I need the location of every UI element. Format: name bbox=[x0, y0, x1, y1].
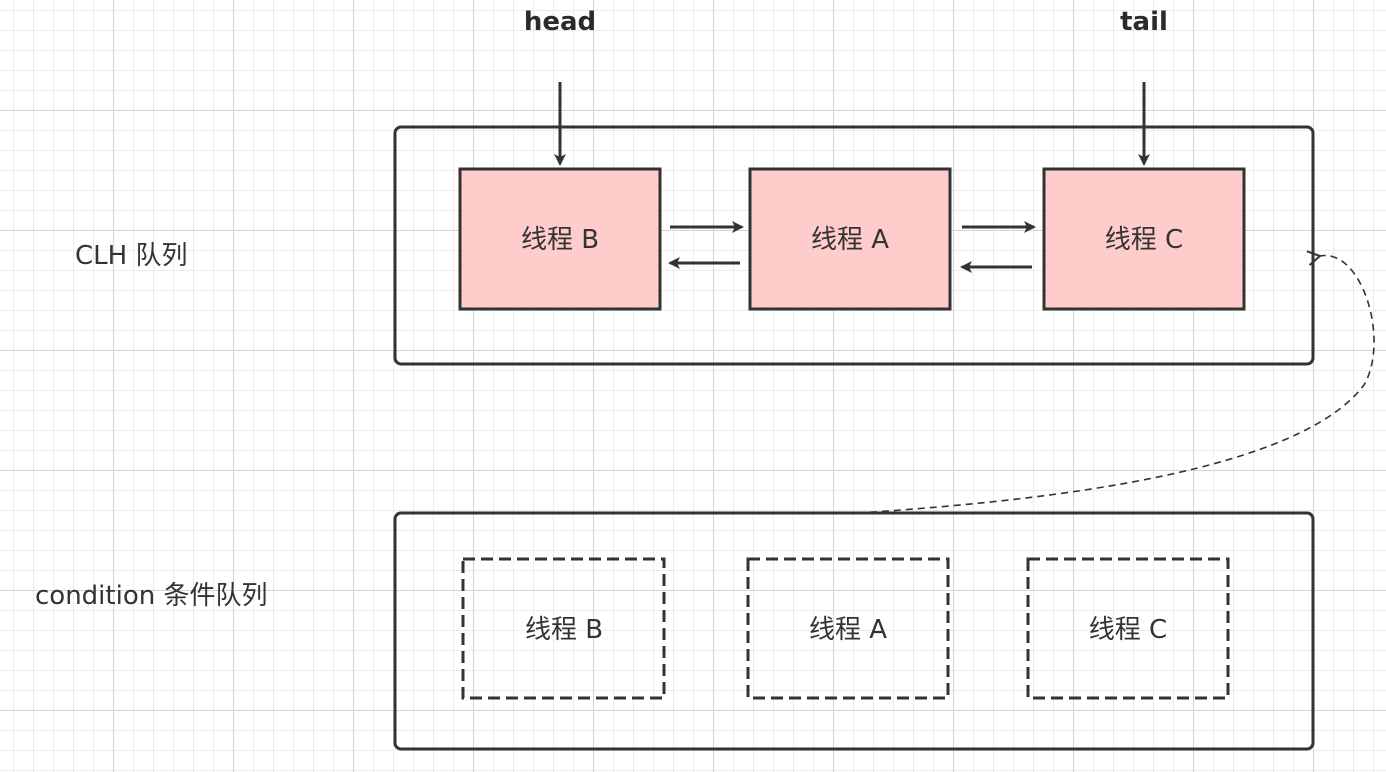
clh-queue-container bbox=[393, 125, 1315, 366]
transfer-arrow bbox=[857, 250, 1375, 514]
condition-node-3-label: 线程 C bbox=[1089, 615, 1167, 645]
condition-queue-container bbox=[393, 511, 1315, 751]
condition-node-3: 线程 C bbox=[1026, 557, 1230, 700]
clh-node-2: 线程 A bbox=[748, 167, 952, 311]
clh-queue-label: CLH 队列 bbox=[75, 241, 187, 271]
condition-node-1: 线程 B bbox=[461, 557, 666, 700]
clh-node-3-label: 线程 C bbox=[1105, 225, 1183, 255]
condition-node-1-label: 线程 B bbox=[525, 615, 603, 645]
tail-pointer-label: tail bbox=[1120, 7, 1168, 37]
clh-node-2-label: 线程 A bbox=[811, 225, 889, 255]
clh-node-1-label: 线程 B bbox=[521, 225, 599, 255]
clh-node-1: 线程 B bbox=[458, 167, 662, 311]
head-pointer-label: head bbox=[524, 7, 596, 37]
clh-node-3: 线程 C bbox=[1042, 167, 1246, 311]
condition-queue-label: condition 条件队列 bbox=[35, 581, 267, 611]
condition-node-2: 线程 A bbox=[746, 557, 950, 700]
condition-node-2-label: 线程 A bbox=[809, 615, 887, 645]
